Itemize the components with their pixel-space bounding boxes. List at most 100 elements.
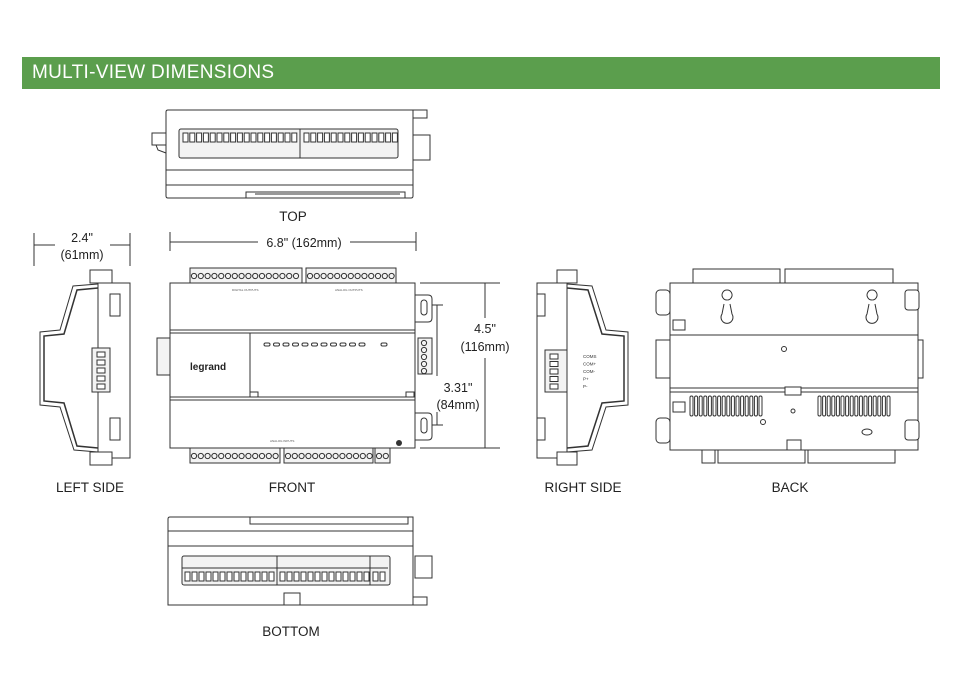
vent-fin: [881, 395, 886, 417]
terminal-slot: [363, 571, 370, 582]
vent-fin: [858, 395, 863, 417]
terminal-screw-icon: [318, 452, 326, 460]
terminal-slot: [236, 132, 243, 143]
depth-mm-label: (61mm): [60, 248, 103, 262]
led-indicator: [380, 342, 388, 347]
connector-pin: [549, 368, 559, 375]
led-indicator: [339, 342, 347, 347]
terminal-screw-icon: [366, 452, 373, 460]
terminal-slot: [182, 132, 189, 143]
terminal-screw-icon: [265, 452, 272, 460]
bottom-view: BOTTOM: [167, 516, 433, 639]
terminal-screw-icon: [272, 272, 279, 280]
vent-fin: [717, 395, 722, 417]
terminal-slot: [257, 132, 264, 143]
terminal-slot: [349, 571, 356, 582]
terminal-slot: [270, 132, 277, 143]
height-dimension: 4.5" (116mm): [420, 282, 510, 449]
terminal-screw-icon: [381, 272, 388, 280]
vent-fin: [886, 395, 891, 417]
terminal-screw-icon: [291, 452, 298, 460]
view-label-front: FRONT: [269, 480, 316, 495]
terminal-slot: [293, 571, 300, 582]
terminal-screw-icon: [332, 452, 339, 460]
connector-pin: [549, 353, 559, 360]
terminal-slot: [317, 132, 324, 143]
terminal-slot: [378, 132, 385, 143]
terminal-screw-icon: [359, 452, 366, 460]
vent-fin: [845, 395, 850, 417]
terminal-slot: [356, 571, 363, 582]
terminal-screw-icon: [340, 272, 348, 280]
terminal-screw-icon: [313, 272, 320, 280]
terminal-screw-icon: [420, 353, 428, 361]
width-dimension-label: 6.8" (162mm): [266, 236, 341, 250]
view-label-left-side: LEFT SIDE: [56, 480, 124, 495]
vent-fin: [707, 395, 712, 417]
connector-pin: [96, 367, 106, 374]
terminal-slot: [371, 132, 378, 143]
vent-fin: [854, 395, 859, 417]
terminal-screw-icon: [272, 452, 279, 460]
vent-fin: [868, 395, 873, 417]
right-side-port-label: P-: [583, 384, 588, 389]
vent-fin: [835, 395, 840, 417]
terminal-slot: [198, 571, 205, 582]
terminal-slot: [189, 132, 196, 143]
terminal-slot: [321, 571, 328, 582]
vent-fin: [744, 395, 749, 417]
terminal-slot: [250, 132, 257, 143]
terminal-screw-icon: [231, 452, 238, 460]
terminal-slot: [291, 132, 298, 143]
left-side-view: 2.4" (61mm) LEFT SIDE: [33, 231, 131, 495]
terminal-slot: [254, 571, 261, 582]
terminal-slot: [219, 571, 226, 582]
led-indicator: [301, 342, 309, 347]
terminal-screw-icon: [258, 452, 266, 460]
terminal-screw-icon: [374, 272, 382, 280]
led-indicator: [311, 342, 318, 347]
vent-fin: [749, 395, 754, 417]
connector-pin: [549, 361, 559, 367]
terminal-slot: [379, 571, 386, 582]
connector-pin: [96, 375, 106, 382]
analog-inputs-label: ANALOG INPUTS: [270, 439, 294, 443]
terminal-screw-icon: [190, 452, 198, 460]
height-mm-label: (116mm): [460, 340, 509, 354]
led-indicator: [282, 342, 290, 347]
terminal-slot: [205, 571, 212, 582]
terminal-screw-icon: [231, 272, 238, 280]
view-label-back: BACK: [772, 480, 809, 495]
vent-fin: [849, 395, 854, 417]
terminal-screw-icon: [252, 452, 259, 460]
terminal-slot: [196, 132, 203, 143]
view-label-bottom: BOTTOM: [262, 624, 320, 639]
terminal-slot: [372, 571, 379, 582]
depth-in-label: 2.4": [71, 231, 93, 245]
terminal-screw-icon: [197, 452, 204, 460]
terminal-screw-icon: [292, 272, 300, 280]
vent-fin: [703, 395, 708, 417]
terminal-screw-icon: [224, 272, 232, 280]
terminal-slot: [307, 571, 314, 582]
digital-outputs-label: DIGITAL OUTPUTS: [232, 288, 259, 292]
vent-fin: [872, 395, 877, 417]
vent-fin: [694, 395, 699, 417]
terminal-screw-icon: [420, 339, 428, 347]
terminal-screw-icon: [258, 272, 266, 280]
section-title: MULTI-VIEW DIMENSIONS: [32, 62, 275, 83]
vent-fin: [712, 395, 717, 417]
terminal-slot: [284, 132, 291, 143]
terminal-screw-icon: [298, 452, 305, 460]
led-indicator: [320, 342, 328, 347]
terminal-slot: [357, 132, 364, 143]
terminal-screw-icon: [327, 272, 334, 280]
terminal-screw-icon: [197, 272, 204, 280]
terminal-slot: [335, 571, 342, 582]
terminal-screw-icon: [382, 452, 389, 460]
vent-fin: [863, 395, 868, 417]
connector-pin: [96, 351, 106, 358]
connector-pin: [96, 359, 106, 366]
